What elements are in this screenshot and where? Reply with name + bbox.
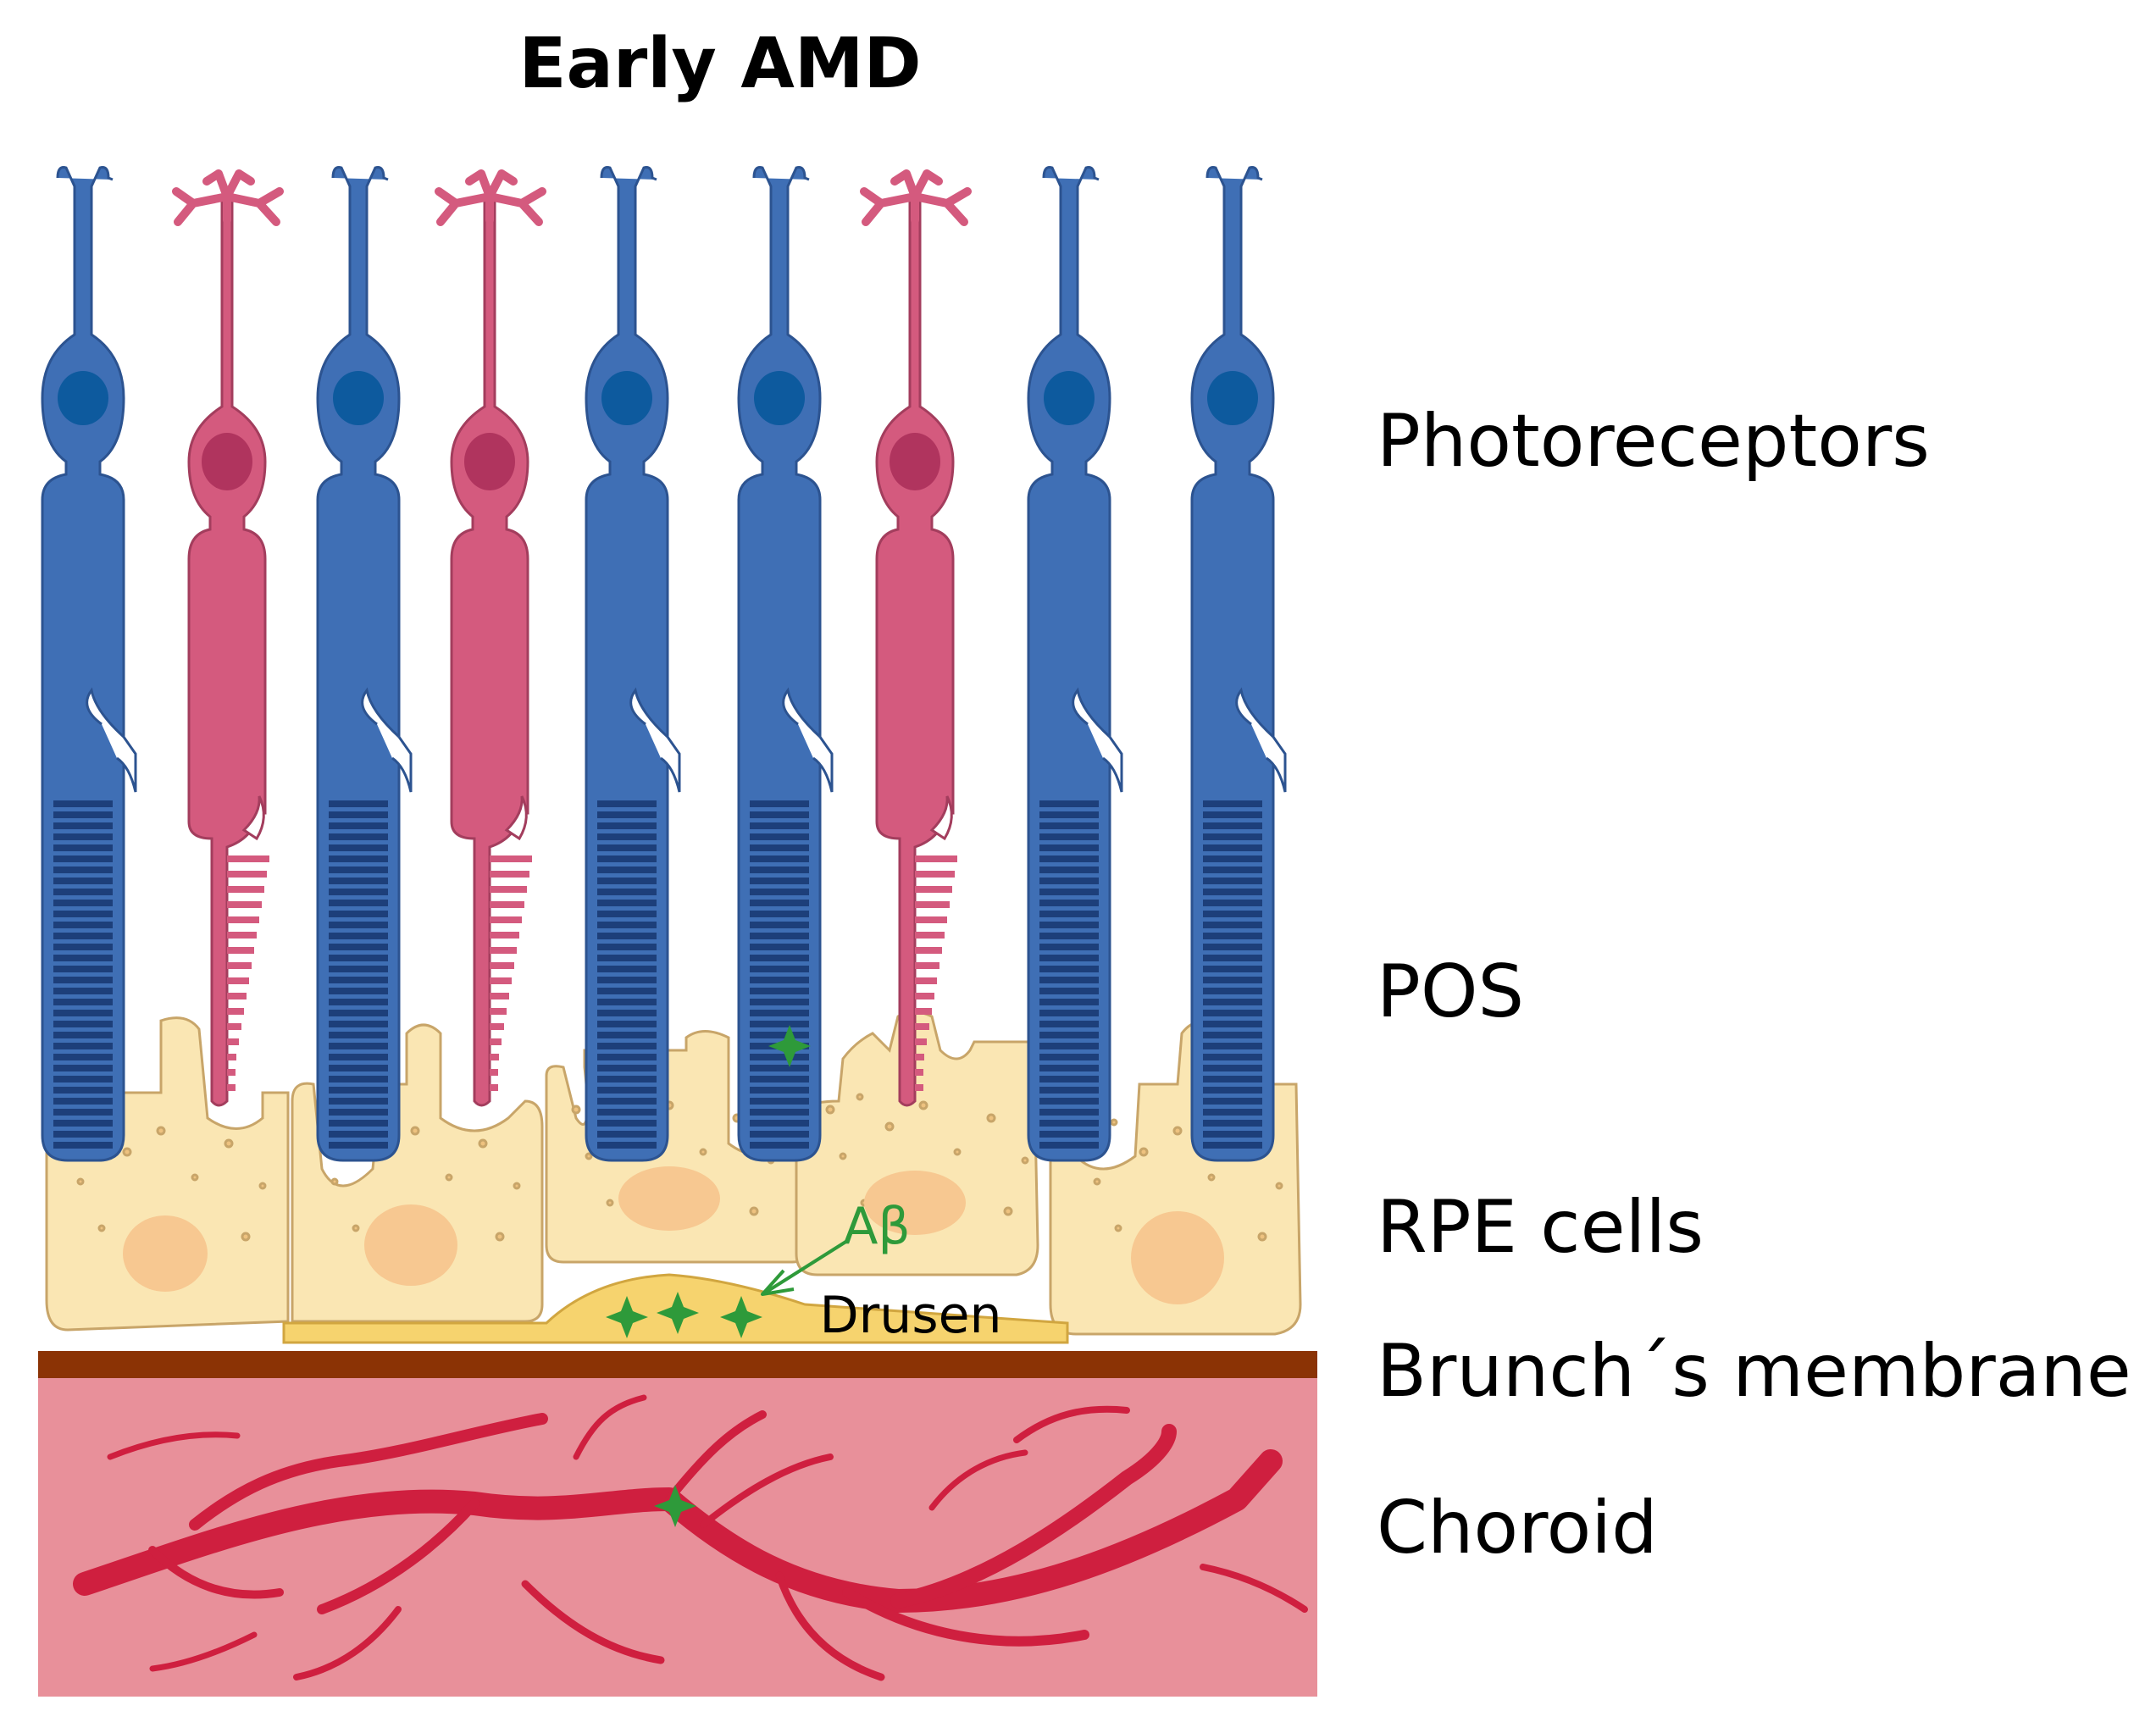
rod-cell	[585, 166, 681, 1162]
cone-nucleus	[890, 433, 940, 490]
diagram-title: Early AMD	[518, 24, 921, 104]
cone-cilium	[504, 795, 528, 841]
rod-nucleus	[333, 371, 384, 425]
rod-nucleus	[58, 371, 108, 425]
rod-discs	[597, 800, 657, 1149]
cone-body	[875, 193, 955, 1107]
abeta-arrow	[761, 1239, 849, 1296]
rod-discs	[1203, 800, 1262, 1149]
abeta-markers	[606, 1025, 811, 1527]
cone-cell	[435, 169, 546, 1107]
rod-discs	[750, 800, 809, 1149]
choroid-layer	[38, 1376, 1317, 1697]
abeta-star	[768, 1025, 811, 1067]
cone-dendrites	[860, 169, 972, 226]
cone-nucleus	[464, 433, 515, 490]
photoreceptor-layer	[41, 166, 1287, 1162]
abeta-star	[606, 1296, 648, 1338]
abeta-star	[654, 1485, 696, 1527]
cone-cell	[860, 169, 972, 1107]
rod-cilium	[629, 687, 681, 793]
label-choroid: Choroid	[1377, 1486, 1658, 1570]
abeta-star	[720, 1296, 762, 1338]
label-pos: POS	[1377, 950, 1524, 1034]
rpe-cell	[291, 1023, 544, 1323]
rod-nucleus	[1044, 371, 1095, 425]
rod-cilium	[782, 687, 834, 793]
label-bruchs-membrane: Brunch´s membrane	[1377, 1329, 2131, 1414]
label-rpe-cells: RPE cells	[1377, 1185, 1704, 1270]
rod-cell	[316, 166, 413, 1162]
rod-nucleus	[1207, 371, 1258, 425]
cone-cilium	[241, 795, 265, 841]
rpe-cell	[795, 1010, 1039, 1276]
cone-outer-segment	[490, 855, 532, 1091]
abeta-star	[657, 1292, 699, 1334]
rod-cilium	[361, 687, 413, 793]
cone-cell	[172, 169, 284, 1107]
rod-nucleus	[601, 371, 652, 425]
cone-outer-segment	[227, 855, 269, 1091]
cone-outer-segment	[915, 855, 957, 1091]
rod-cilium	[1235, 687, 1287, 793]
rod-cell	[41, 166, 137, 1162]
abeta-label: Aβ	[843, 1197, 910, 1256]
rod-cell	[1190, 166, 1287, 1162]
cone-cilium	[929, 795, 953, 841]
cone-nucleus	[202, 433, 252, 490]
rod-nucleus	[754, 371, 805, 425]
rod-cilium	[86, 687, 137, 793]
cone-body	[187, 193, 267, 1107]
rod-discs	[1039, 800, 1099, 1149]
bruchs-membrane	[38, 1351, 1317, 1378]
label-photoreceptors: Photoreceptors	[1377, 399, 1930, 484]
rod-cilium	[1072, 687, 1123, 793]
cone-dendrites	[172, 169, 284, 226]
rod-discs	[329, 800, 388, 1149]
rod-cell	[737, 166, 834, 1162]
cone-body	[450, 193, 529, 1107]
drusen-label: Drusen	[819, 1286, 1001, 1345]
rod-cell	[1027, 166, 1123, 1162]
rod-discs	[53, 800, 113, 1149]
cone-dendrites	[435, 169, 546, 226]
